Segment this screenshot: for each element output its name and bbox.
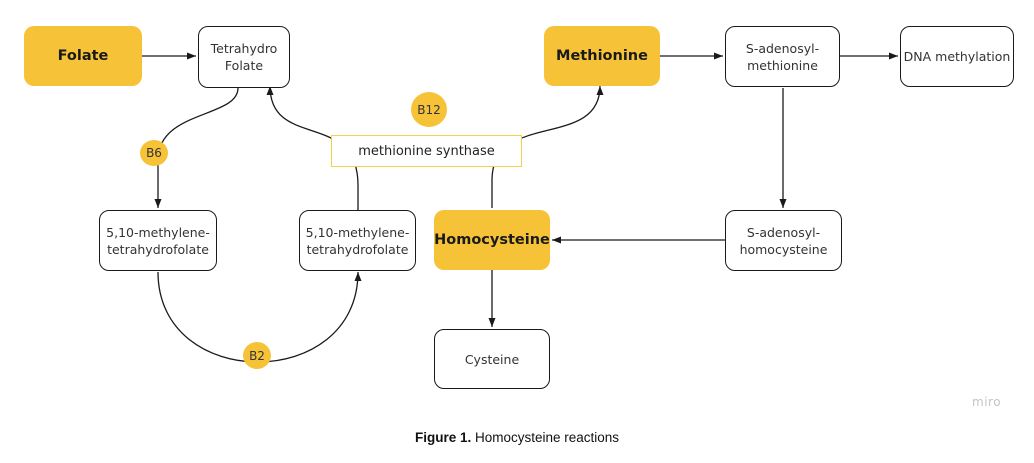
node-dna-methylation: DNA methylation bbox=[900, 26, 1014, 87]
arrow-mthf-to-thf bbox=[266, 85, 359, 210]
figure-caption: Figure 1. Homocysteine reactions bbox=[0, 430, 1034, 445]
node-methylene-thf-right: 5,10-methylene- tetrahydrofolate bbox=[299, 210, 416, 271]
node-folate: Folate bbox=[24, 26, 142, 86]
figure-label: Figure 1. bbox=[414, 430, 472, 445]
node-methionine: Methionine bbox=[544, 26, 660, 86]
cofactor-b2-badge: B2 bbox=[243, 342, 271, 369]
node-cysteine: Cysteine bbox=[434, 329, 550, 389]
enzyme-methionine-synthase: methionine synthase bbox=[331, 135, 522, 167]
node-s-adenosyl-homocysteine: S-adenosyl- homocysteine bbox=[725, 210, 842, 271]
arrow-thf-to-mthf bbox=[154, 87, 239, 208]
cofactor-b6-badge: B6 bbox=[140, 140, 168, 166]
cofactor-b12-badge: B12 bbox=[411, 92, 447, 127]
node-s-adenosyl-methionine: S-adenosyl- methionine bbox=[725, 26, 840, 87]
node-homocysteine: Homocysteine bbox=[434, 210, 550, 270]
node-methylene-thf-left: 5,10-methylene- tetrahydrofolate bbox=[99, 210, 217, 271]
node-tetrahydrofolate: Tetrahydro Folate bbox=[198, 26, 290, 88]
figure-caption-text: Homocysteine reactions bbox=[471, 430, 620, 445]
miro-watermark: miro bbox=[972, 395, 1002, 409]
